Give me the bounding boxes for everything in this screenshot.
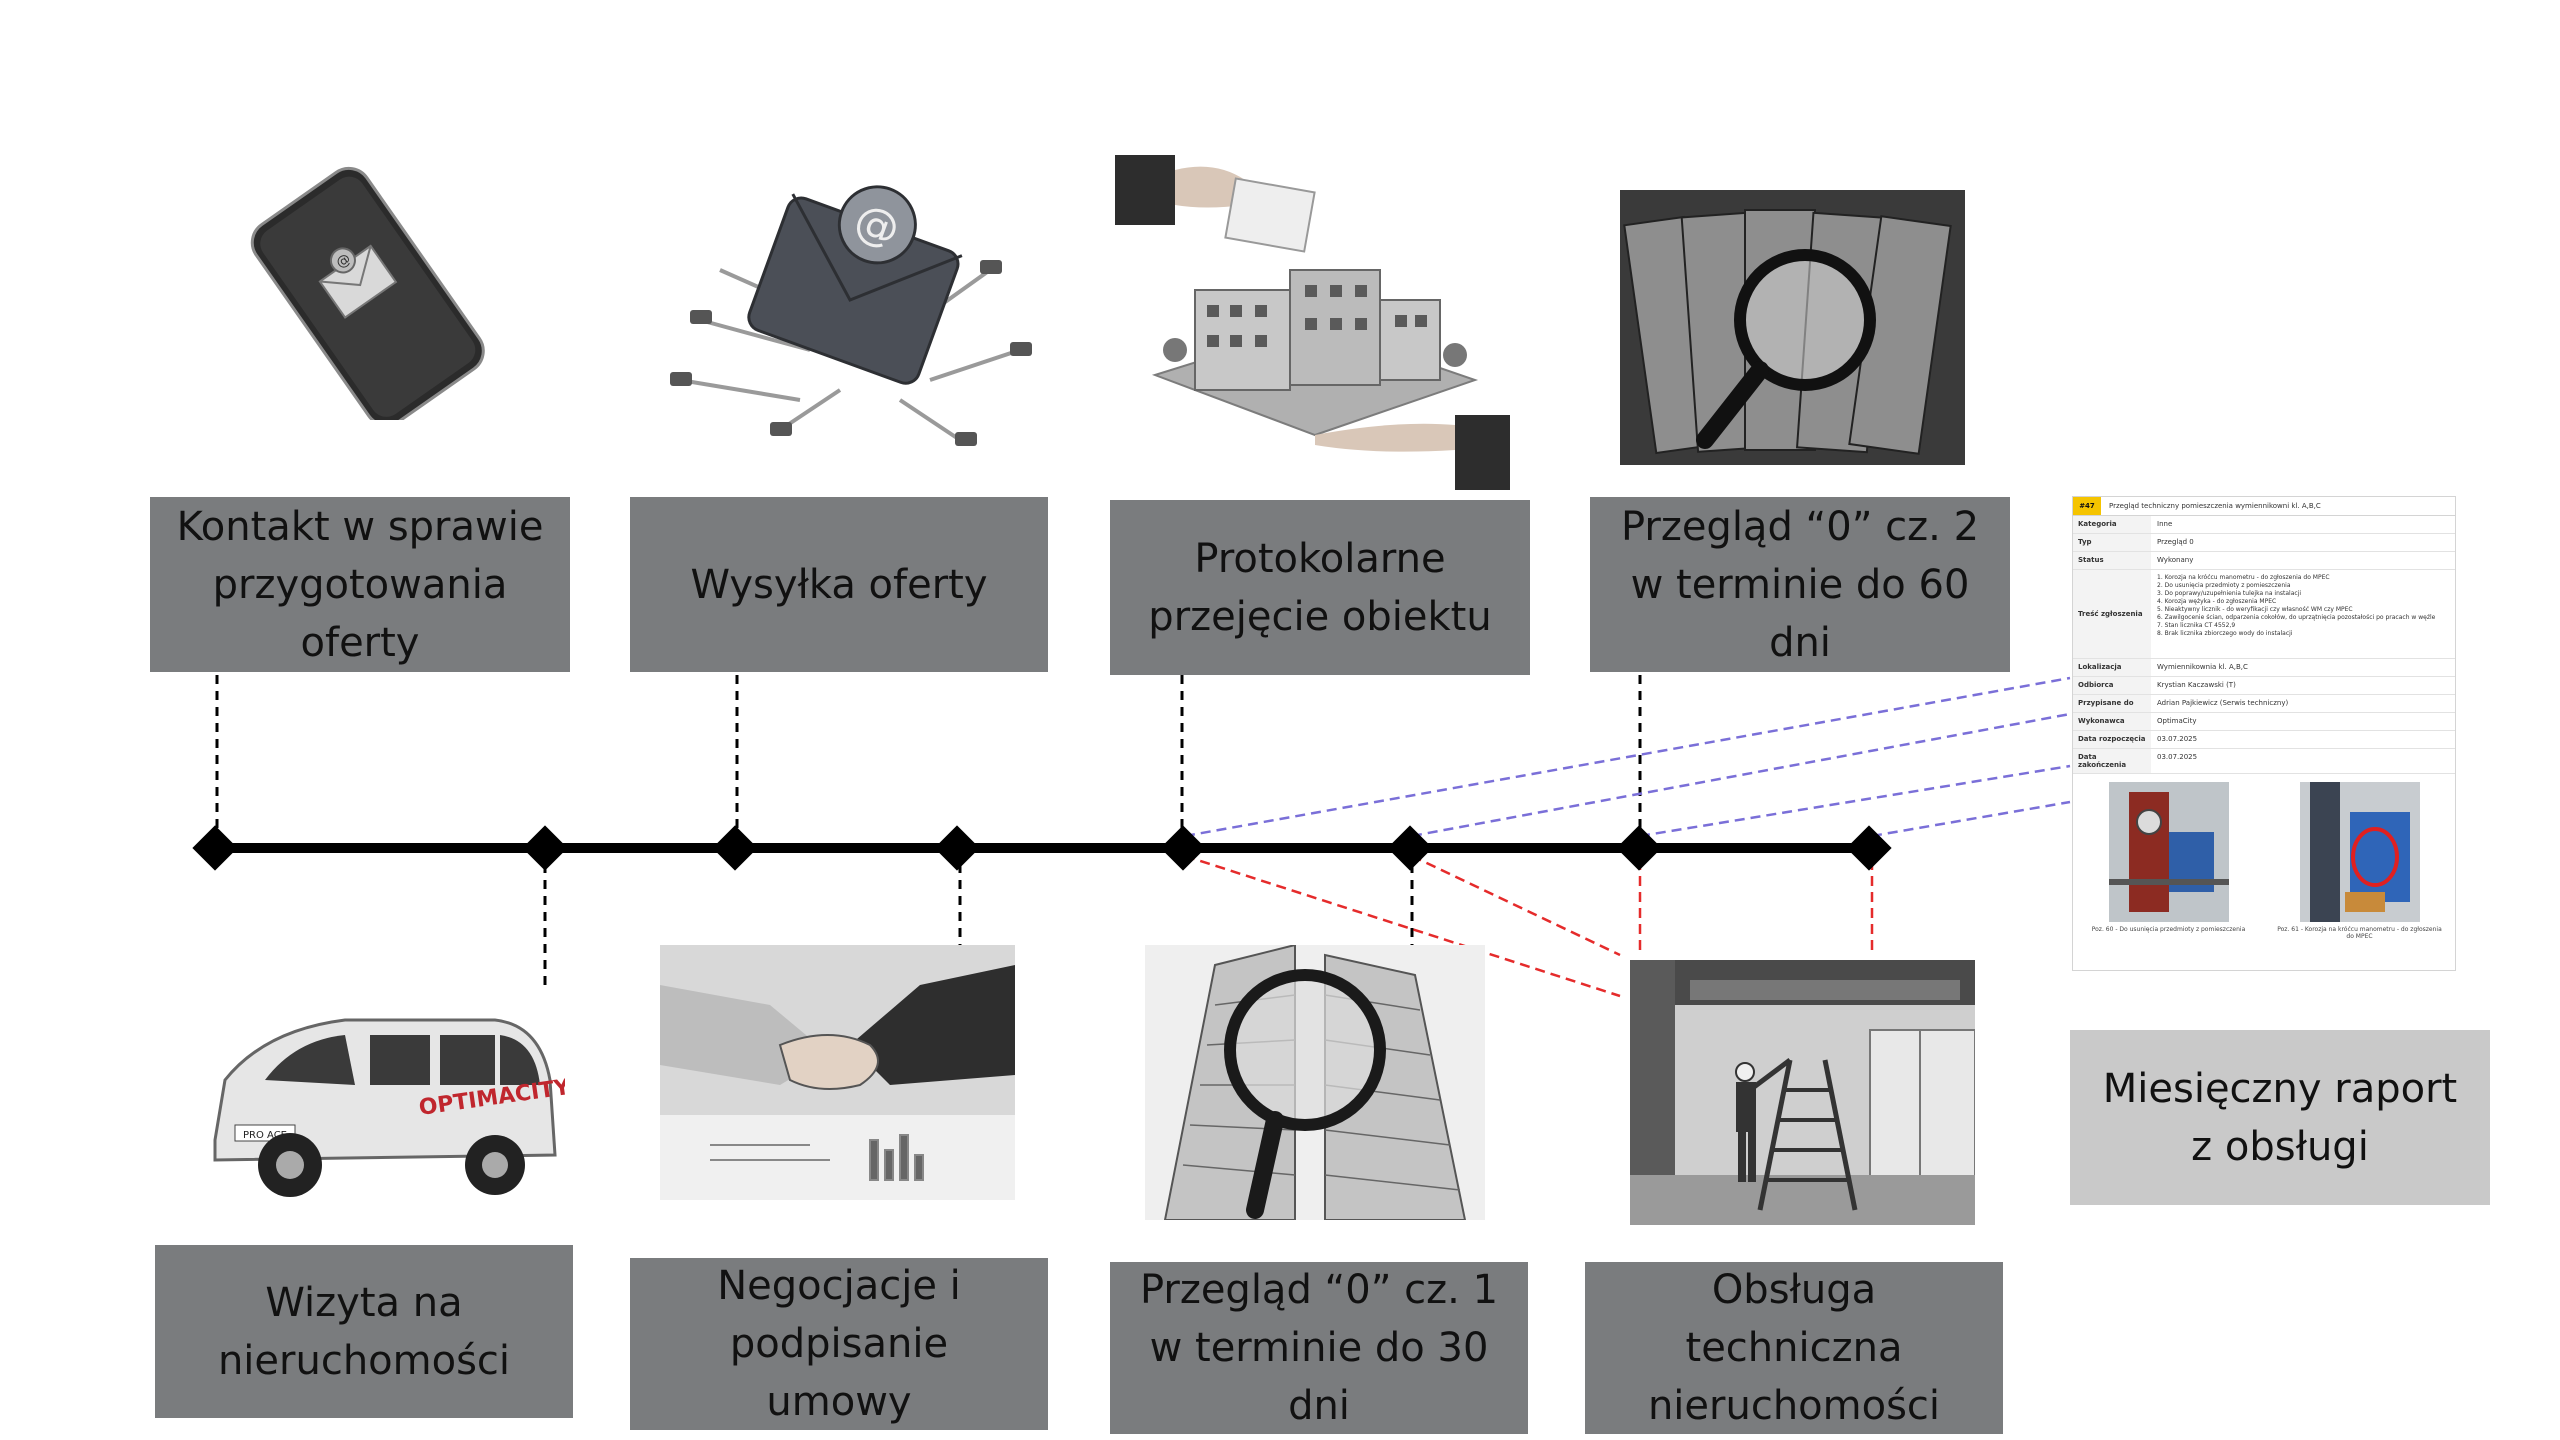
report-photos xyxy=(2073,774,2455,922)
report-key: Lokalizacja xyxy=(2073,659,2151,676)
report-value: Inne xyxy=(2157,520,2173,528)
report-header: #47 Przegląd techniczny pomieszczenia wy… xyxy=(2073,497,2455,516)
report-value: Adrian Pajkiewicz (Serwis techniczny) xyxy=(2157,699,2289,707)
report-photo-2 xyxy=(2299,782,2420,922)
report-row: Typ Przegląd 0 xyxy=(2073,534,2455,552)
files-magnifier-illustration xyxy=(1620,190,1965,465)
building-magnifier-icon xyxy=(1145,943,1485,1221)
step-label-negocjacje: Negocjacje i podpisanie umowy xyxy=(630,1258,1048,1430)
technician-ladder-icon xyxy=(1630,960,1976,1225)
building-handover-illustration xyxy=(1115,150,1510,490)
report-value: Krystian Kaczawski (T) xyxy=(2157,681,2236,689)
service-connector-2 xyxy=(1411,854,1621,957)
service-connector-1 xyxy=(1184,854,1621,998)
report-value: Wykonany xyxy=(2157,556,2194,564)
monthly-report-document: #47 Przegląd techniczny pomieszczenia wy… xyxy=(2072,496,2456,971)
building-handover-icon xyxy=(1115,155,1510,490)
phone-email-icon: @ xyxy=(250,166,485,427)
report-key: Odbiorca xyxy=(2073,677,2151,694)
report-row: Data rozpoczęcia 03.07.2025 xyxy=(2073,731,2455,749)
report-row: Data zakończenia 03.07.2025 xyxy=(2073,749,2455,774)
report-value: OptimaCity xyxy=(2157,717,2197,725)
van-illustration: OPTIMACITY PRO ACE xyxy=(195,990,573,1205)
report-row: Odbiorca Krystian Kaczawski (T) xyxy=(2073,677,2455,695)
report-connector-4 xyxy=(1871,800,2071,838)
handshake-illustration xyxy=(660,945,1015,1200)
report-value: Wymiennikownia kl. A,B,C xyxy=(2157,663,2248,671)
report-row: Status Wykonany xyxy=(2073,552,2455,570)
building-magnifier-illustration xyxy=(1145,943,1485,1221)
report-row: Lokalizacja Wymiennikownia kl. A,B,C xyxy=(2073,659,2455,677)
report-row: Przypisane do Adrian Pajkiewicz (Serwis t… xyxy=(2073,695,2455,713)
report-key: Typ xyxy=(2073,534,2151,551)
magnifier-files-icon xyxy=(1620,190,1965,465)
report-caption-2: Poz. 61 - Korozja na króćcu manometru - … xyxy=(2277,926,2442,940)
email-network-icon: @ xyxy=(670,185,1032,446)
report-key: Data zakończenia xyxy=(2073,749,2151,773)
handshake-icon xyxy=(660,945,1015,1200)
van-model-text: PRO ACE xyxy=(243,1130,287,1141)
report-connector-1 xyxy=(1184,676,2071,838)
step-label-raport: Miesięczny raport z obsługi xyxy=(2070,1030,2490,1205)
step-label-przeglad2: Przegląd “0” cz. 2 w terminie do 60 dni xyxy=(1590,497,2010,672)
report-connector-3 xyxy=(1639,764,2071,838)
step-label-kontakt: Kontakt w sprawie przygotowania oferty xyxy=(150,497,570,672)
timeline-milestones xyxy=(192,825,1892,871)
service-connectors xyxy=(1184,854,1874,998)
report-value: 03.07.2025 xyxy=(2157,735,2198,743)
report-value: Przegląd 0 xyxy=(2157,538,2194,546)
milestone-3 xyxy=(712,825,758,871)
milestone-5 xyxy=(1160,825,1206,871)
report-key: Status xyxy=(2073,552,2151,569)
milestone-2 xyxy=(522,825,568,871)
milestone-7 xyxy=(1616,825,1662,871)
step-label-obsluga: Obsługa techniczna nieruchomości xyxy=(1585,1262,2003,1434)
report-caption-1: Poz. 60 - Do usunięcia przedmioty z pomi… xyxy=(2091,926,2246,933)
report-badge: #47 xyxy=(2073,497,2101,515)
step-label-wizyta: Wizyta na nieruchomości xyxy=(155,1245,573,1418)
report-value: 03.07.2025 xyxy=(2157,753,2198,761)
step-label-protokolarne: Protokolarne przejęcie obiektu xyxy=(1110,500,1530,675)
report-value: 1. Korozja na króćcu manometru - do zgło… xyxy=(2157,574,2436,637)
milestone-1 xyxy=(192,825,238,871)
step-label-przeglad1: Przegląd “0” cz. 1 w terminie do 30 dni xyxy=(1110,1262,1528,1434)
phone-email-illustration: @ xyxy=(210,160,510,427)
step-label-wysylka: Wysyłka oferty xyxy=(630,497,1048,672)
milestone-4 xyxy=(934,825,980,871)
van-icon: OPTIMACITY PRO ACE xyxy=(213,1018,573,1197)
report-row: Kategoria Inne xyxy=(2073,516,2455,534)
milestone-8 xyxy=(1846,825,1892,871)
technician-illustration xyxy=(1630,960,1976,1225)
report-key: Treść zgłoszenia xyxy=(2073,570,2151,658)
report-connectors xyxy=(1184,676,2071,838)
report-captions: Poz. 60 - Do usunięcia przedmioty z pomi… xyxy=(2073,922,2455,940)
report-row: Wykonawca OptimaCity xyxy=(2073,713,2455,731)
report-key: Przypisane do xyxy=(2073,695,2151,712)
report-key: Wykonawca xyxy=(2073,713,2151,730)
report-title: Przegląd techniczny pomieszczenia wymien… xyxy=(2109,502,2321,510)
report-key: Data rozpoczęcia xyxy=(2073,731,2151,748)
report-key: Kategoria xyxy=(2073,516,2151,533)
milestone-6 xyxy=(1387,825,1433,871)
report-photo-1 xyxy=(2108,782,2229,922)
email-network-illustration: @ xyxy=(660,150,1045,460)
